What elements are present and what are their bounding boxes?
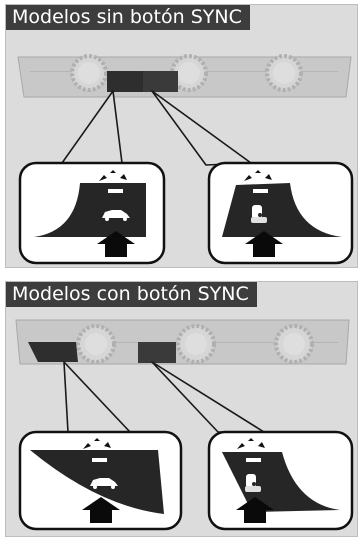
- indicator-light-icon: [83, 438, 111, 462]
- callout-recirculation: [18, 430, 183, 531]
- knob-icon: [176, 324, 216, 364]
- panel-title: Modelos con botón SYNC: [6, 282, 257, 307]
- knob-icon: [76, 324, 116, 364]
- callout-seat: [207, 161, 354, 265]
- knob-icon: [170, 54, 208, 92]
- callout-seat: [207, 430, 354, 531]
- seat-icon: [251, 205, 267, 223]
- press-arrow-icon: [245, 231, 283, 257]
- seat-button: [138, 342, 176, 363]
- knob-icon: [70, 54, 108, 92]
- indicator-light-icon: [244, 170, 272, 193]
- car-icon: [102, 210, 130, 221]
- callout-recirculation: [18, 161, 166, 265]
- press-arrow-icon: [97, 231, 135, 257]
- seat-icon: [245, 474, 261, 492]
- knob-icon: [274, 324, 314, 364]
- panel-with-sync: Modelos con botón SYNC: [5, 281, 358, 537]
- car-icon: [90, 478, 118, 489]
- press-arrow-icon: [236, 497, 274, 523]
- recirculation-button: [28, 342, 78, 362]
- recirculation-button: [107, 71, 143, 92]
- press-arrow-icon: [82, 497, 120, 523]
- knob-icon: [265, 54, 303, 92]
- panel-without-sync: Modelos sin botón SYNC: [5, 4, 358, 268]
- indicator-light-icon: [99, 170, 127, 193]
- climate-control-diagram: [17, 54, 354, 265]
- panel-title: Modelos sin botón SYNC: [6, 5, 250, 30]
- seat-button: [143, 71, 178, 92]
- climate-control-diagram: [15, 319, 354, 531]
- indicator-light-icon: [237, 438, 265, 462]
